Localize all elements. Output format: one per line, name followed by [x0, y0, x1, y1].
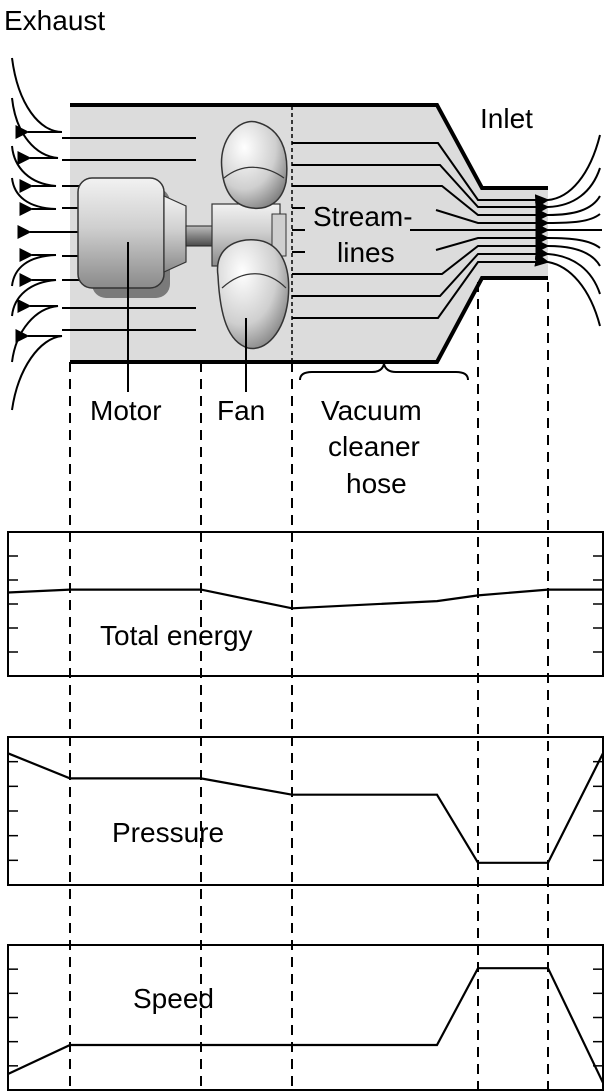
fan-blade-top-edge — [223, 166, 285, 179]
inlet-arrow — [534, 134, 601, 209]
inlet-arrow — [535, 167, 601, 215]
fan-label: Fan — [217, 395, 265, 426]
total-energy-frame — [7, 531, 604, 677]
total-energy-chart: Total energy — [7, 531, 604, 677]
streamline — [292, 261, 548, 319]
speed-chart: Speed — [7, 944, 604, 1091]
motor-shaft — [185, 225, 215, 247]
exhaust-arrow — [11, 299, 59, 363]
hose-label-line1: Vacuum — [321, 395, 422, 426]
motor-body — [77, 177, 165, 289]
exhaust-arrow — [11, 273, 57, 317]
inlet-arrow — [535, 213, 601, 231]
fan — [211, 120, 290, 350]
exhaust-arrow — [11, 145, 57, 193]
hose-label-line3: hose — [346, 468, 407, 499]
diagram-labels: Exhaust Inlet Stream- lines Motor Fan Va… — [4, 5, 533, 499]
pressure-line — [7, 752, 604, 864]
exhaust-arrow — [11, 97, 59, 165]
pressure-chart: Pressure — [7, 736, 604, 886]
inlet-flow-arrows — [534, 134, 602, 327]
duct-fill — [70, 105, 548, 362]
exhaust-label: Exhaust — [4, 5, 105, 36]
streamline — [292, 253, 548, 297]
total-energy-line — [7, 588, 603, 610]
inlet-arrow — [535, 238, 601, 267]
exhaust-arrow — [11, 248, 57, 287]
fan-blade-bottom-edge — [221, 273, 287, 289]
streamline — [292, 245, 548, 275]
streamline — [292, 142, 548, 201]
exhaust-flow-arrows — [11, 57, 63, 411]
streamline — [435, 237, 548, 251]
duct-top-wall — [70, 103, 548, 190]
speed-frame — [7, 944, 604, 1091]
total-energy-title: Total energy — [100, 620, 253, 651]
inlet-arrow — [535, 195, 601, 223]
streamline — [292, 185, 548, 216]
fan-blade-top — [220, 120, 288, 210]
hose-brace — [299, 363, 469, 381]
speed-line — [7, 967, 604, 1084]
inlet-arrow — [535, 230, 601, 249]
inlet-arrow — [534, 252, 601, 327]
motor-collar — [163, 195, 187, 273]
streamlines-label-line1: Stream- — [313, 201, 413, 232]
duct-housing — [70, 103, 548, 364]
exhaust-arrow — [11, 329, 63, 411]
hose-streamlines — [292, 142, 548, 319]
streamline — [435, 209, 548, 224]
exhaust-arrow — [11, 177, 57, 216]
duct-bottom-wall — [70, 276, 548, 364]
inlet-arrow — [534, 246, 601, 295]
station-lines — [69, 282, 549, 1092]
exhaust-arrow — [11, 57, 63, 139]
pressure-title: Pressure — [112, 817, 224, 848]
motor-label: Motor — [90, 395, 162, 426]
hose-label-line2: cleaner — [328, 431, 420, 462]
streamlines-label-line2: lines — [337, 237, 395, 268]
inlet-label: Inlet — [480, 103, 533, 134]
speed-title: Speed — [133, 983, 214, 1014]
fan-blade-bottom — [216, 239, 290, 350]
motor — [77, 177, 215, 298]
streamline — [292, 164, 548, 208]
